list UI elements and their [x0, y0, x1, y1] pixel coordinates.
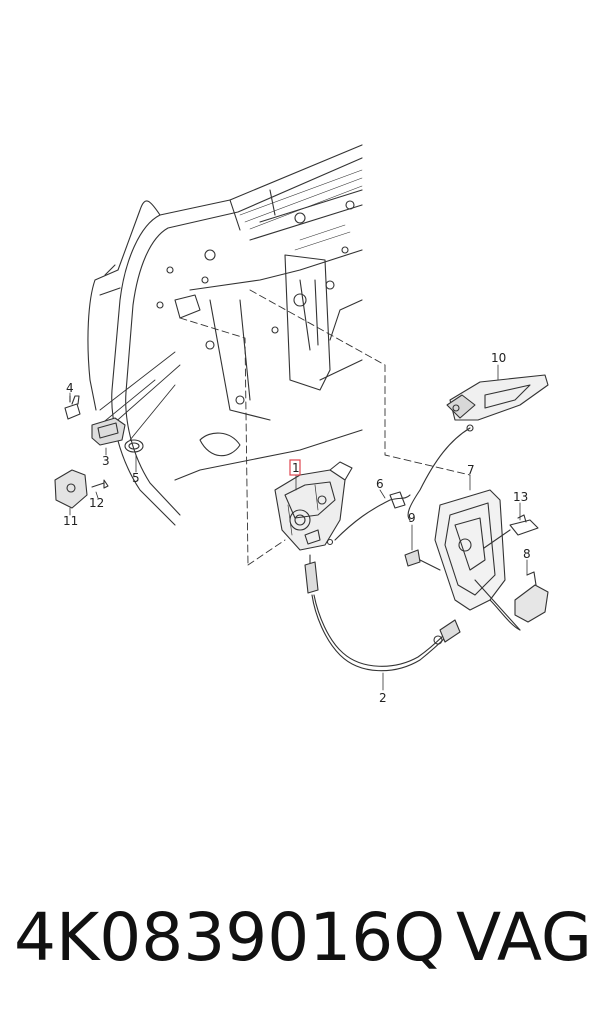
part-cable-6	[326, 491, 411, 546]
callout-6: 6	[376, 477, 384, 491]
part-connector-8	[514, 571, 549, 623]
part-number: 4K0839016Q	[14, 899, 446, 976]
callout-5: 5	[132, 471, 140, 485]
highlight-box-part-1	[289, 459, 301, 476]
part-striker-3	[91, 417, 126, 446]
part-carrier-7	[434, 489, 521, 631]
part-grommet-9	[404, 549, 441, 571]
door-shell	[87, 144, 363, 526]
part-ring-5	[124, 439, 144, 453]
callout-leaders	[69, 364, 528, 691]
callout-labels: 1 2 3 4 5 6 7 8 9 10 11 12 13	[63, 351, 531, 705]
callout-4: 4	[66, 381, 74, 395]
brand-label: VAG	[456, 899, 593, 976]
exploded-parts-diagram: 1 2 3 4 5 6 7 8 9 10 11 12 13	[54, 144, 549, 705]
callout-7: 7	[467, 463, 475, 477]
part-bolt-4	[64, 395, 81, 420]
leader-lines	[179, 289, 471, 566]
part-screw-12	[91, 479, 109, 489]
solid-guide-lines	[99, 351, 181, 441]
part-cable-2	[304, 554, 461, 672]
callout-8: 8	[523, 547, 531, 561]
callout-10: 10	[491, 351, 506, 365]
callout-11: 11	[63, 514, 78, 528]
part-door-lock-1	[274, 461, 353, 551]
callout-13: 13	[513, 490, 528, 504]
footer-row: 4K0839016Q VAG	[0, 905, 600, 1005]
part-cover-11	[54, 469, 88, 509]
part-inner-handle-10	[407, 374, 549, 521]
callout-3: 3	[102, 454, 110, 468]
callout-12: 12	[89, 496, 104, 510]
callout-1: 1	[292, 461, 300, 475]
callout-2: 2	[379, 691, 387, 705]
callout-9: 9	[408, 511, 416, 525]
